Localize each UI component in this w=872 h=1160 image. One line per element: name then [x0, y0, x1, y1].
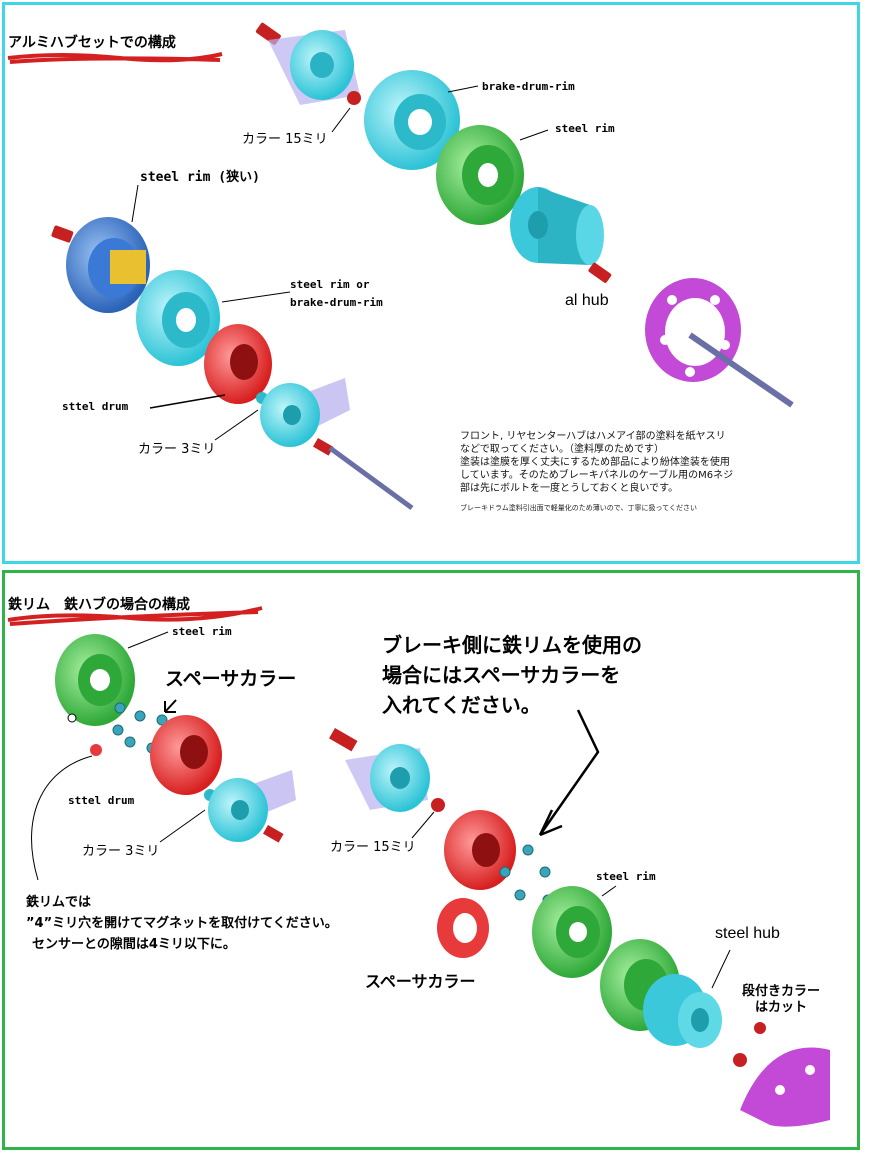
- label-steel-rim-narrow: steel rim (狭い): [140, 170, 260, 185]
- steel-rim-green-bottom-left: [55, 634, 135, 726]
- label-stepped-collar-1: 段付きカラー: [742, 984, 821, 999]
- label-steel-rim-right: steel rim: [596, 870, 656, 883]
- instruction-arrow: [538, 709, 600, 837]
- label-steel-rim-or: steel rim or: [290, 278, 370, 291]
- magenta-ring-bottom: [740, 1047, 830, 1127]
- label-collar-3mm: カラー 3ミリ: [138, 442, 216, 457]
- bottom-panel: [2, 570, 860, 1150]
- note-line: フロント, リヤセンターハブはハメアイ部の塗料を紙ヤスリ: [460, 431, 726, 442]
- magnet-red-dot: [90, 744, 102, 756]
- magnet-line: ”4”ミリ穴を開けてマグネットを取付けてください。: [26, 916, 338, 931]
- label-brake-drum-rim: brake-drum-rim: [482, 80, 575, 93]
- label-spacer-collar: スペーサカラー: [165, 668, 297, 690]
- sttel-drum-red-bottom: [150, 715, 222, 795]
- label-collar-15mm: カラー 15ミリ: [242, 132, 328, 147]
- collar-15mm-part: [347, 91, 361, 105]
- label-collar-3mm-bottom: カラー 3ミリ: [82, 844, 160, 859]
- magnet-note-block: 鉄リムでは ”4”ミリ穴を開けてマグネットを取付けてください。 センサーとの隙間…: [26, 892, 338, 955]
- axle-upper: [688, 332, 794, 408]
- axle-lower: [313, 438, 414, 511]
- title-underline-scribble-2: [7, 606, 263, 626]
- magnet-leader-curve: [31, 755, 93, 881]
- sttel-drum-red-part: [204, 324, 272, 404]
- top-panel-title: アルミハブセットでの構成: [8, 35, 176, 51]
- label-steel-rim-top: steel rim: [172, 625, 232, 638]
- label-al-hub: al hub: [565, 292, 609, 309]
- instruction-line: 場合にはスペーサカラーを: [382, 663, 621, 687]
- label-spacer-collar-2: スペーサカラー: [365, 972, 476, 991]
- spacer-collar-nuts-left: [112, 702, 168, 754]
- label-stepped-collar-2: はカット: [755, 1000, 808, 1015]
- arrow-spacer-left: [164, 699, 177, 713]
- red-bolt-bottom-center: [329, 728, 358, 752]
- brake-panel-upper: [268, 30, 360, 105]
- spacer-collar-ring-red: [437, 898, 489, 958]
- label-steel-hub: steel hub: [715, 925, 780, 942]
- stepped-collar-part: [754, 1022, 766, 1034]
- magenta-sensor-ring: [645, 278, 741, 382]
- brake-drum-rim-part: [364, 70, 460, 170]
- instruction-line: ブレーキ側に鉄リムを使用の: [382, 633, 642, 657]
- instruction-block: ブレーキ側に鉄リムを使用の 場合にはスペーサカラーを 入れてください。: [382, 630, 642, 720]
- label-steel-rim: steel rim: [555, 122, 615, 135]
- steel-rim-green-part: [436, 125, 524, 225]
- steel-rim-or-brake-drum-rim-part: [136, 270, 220, 366]
- red-bolt-hub: [588, 262, 612, 283]
- note-line: 部は先にボルトを一度とうしておくと良いです。: [460, 483, 679, 494]
- top-panel: [2, 2, 860, 564]
- bottom-panel-title: 鉄リム 鉄ハブの場合の構成: [8, 597, 190, 613]
- steel-rim-narrow-blue-part: [66, 217, 150, 313]
- note-line: しています。そのためブレーキパネルのケーブル用のM6ネジ: [460, 470, 734, 481]
- spacer-collar-nuts-right: [499, 844, 554, 906]
- brake-panel-lower: [260, 378, 350, 447]
- steel-rim-green-right-1: [532, 886, 612, 978]
- note-line: などで取ってください。（塗料厚のためです）: [460, 444, 664, 455]
- note-small: ブレーキドラム塗料引出面で軽量化のため薄いので、丁寧に扱ってください: [460, 504, 697, 512]
- label-sttel-drum: sttel drum: [62, 400, 129, 413]
- red-bolt-bottom-left: [263, 825, 284, 843]
- steel-hub-part: [643, 974, 722, 1048]
- red-drum-bottom-right: [444, 810, 516, 890]
- brake-panel-bottom-center: [345, 744, 430, 812]
- label-sttel-drum-bottom: sttel drum: [68, 794, 135, 807]
- instruction-line: 入れてください。: [382, 693, 541, 717]
- brake-panel-bottom-left: [208, 770, 296, 842]
- al-hub-part: [510, 187, 604, 265]
- label-brake-drum-rim-2: brake-drum-rim: [290, 296, 383, 309]
- title-underline-scribble: [7, 52, 223, 64]
- magnet-line: センサーとの隙間は4ミリ以下に。: [32, 937, 236, 952]
- note-line: 塗装は塗膜を厚く丈夫にするため部品により紛体塗装を使用: [460, 457, 730, 468]
- magnet-line: 鉄リムでは: [26, 895, 92, 910]
- top-note-block: フロント, リヤセンターハブはハメアイ部の塗料を紙ヤスリ などで取ってください。…: [460, 430, 820, 513]
- collar-15mm-bottom: [431, 798, 445, 812]
- red-nut-bottom: [733, 1053, 747, 1067]
- red-bolt-left: [51, 225, 74, 243]
- label-collar-15mm-bottom: カラー 15ミリ: [330, 840, 416, 855]
